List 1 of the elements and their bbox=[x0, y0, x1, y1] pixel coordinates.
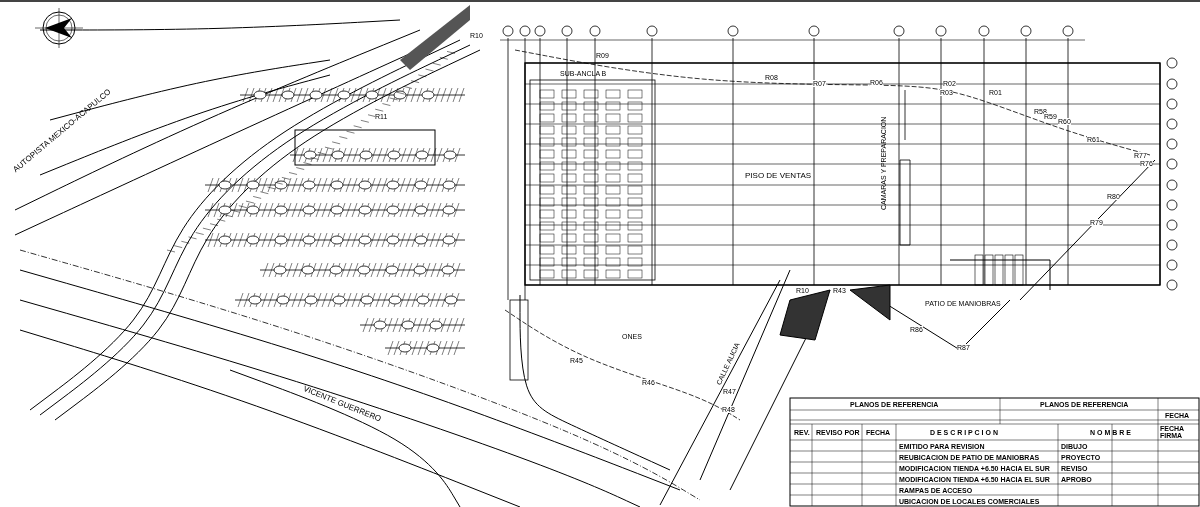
area-label: PISO DE VENTAS bbox=[745, 172, 812, 180]
